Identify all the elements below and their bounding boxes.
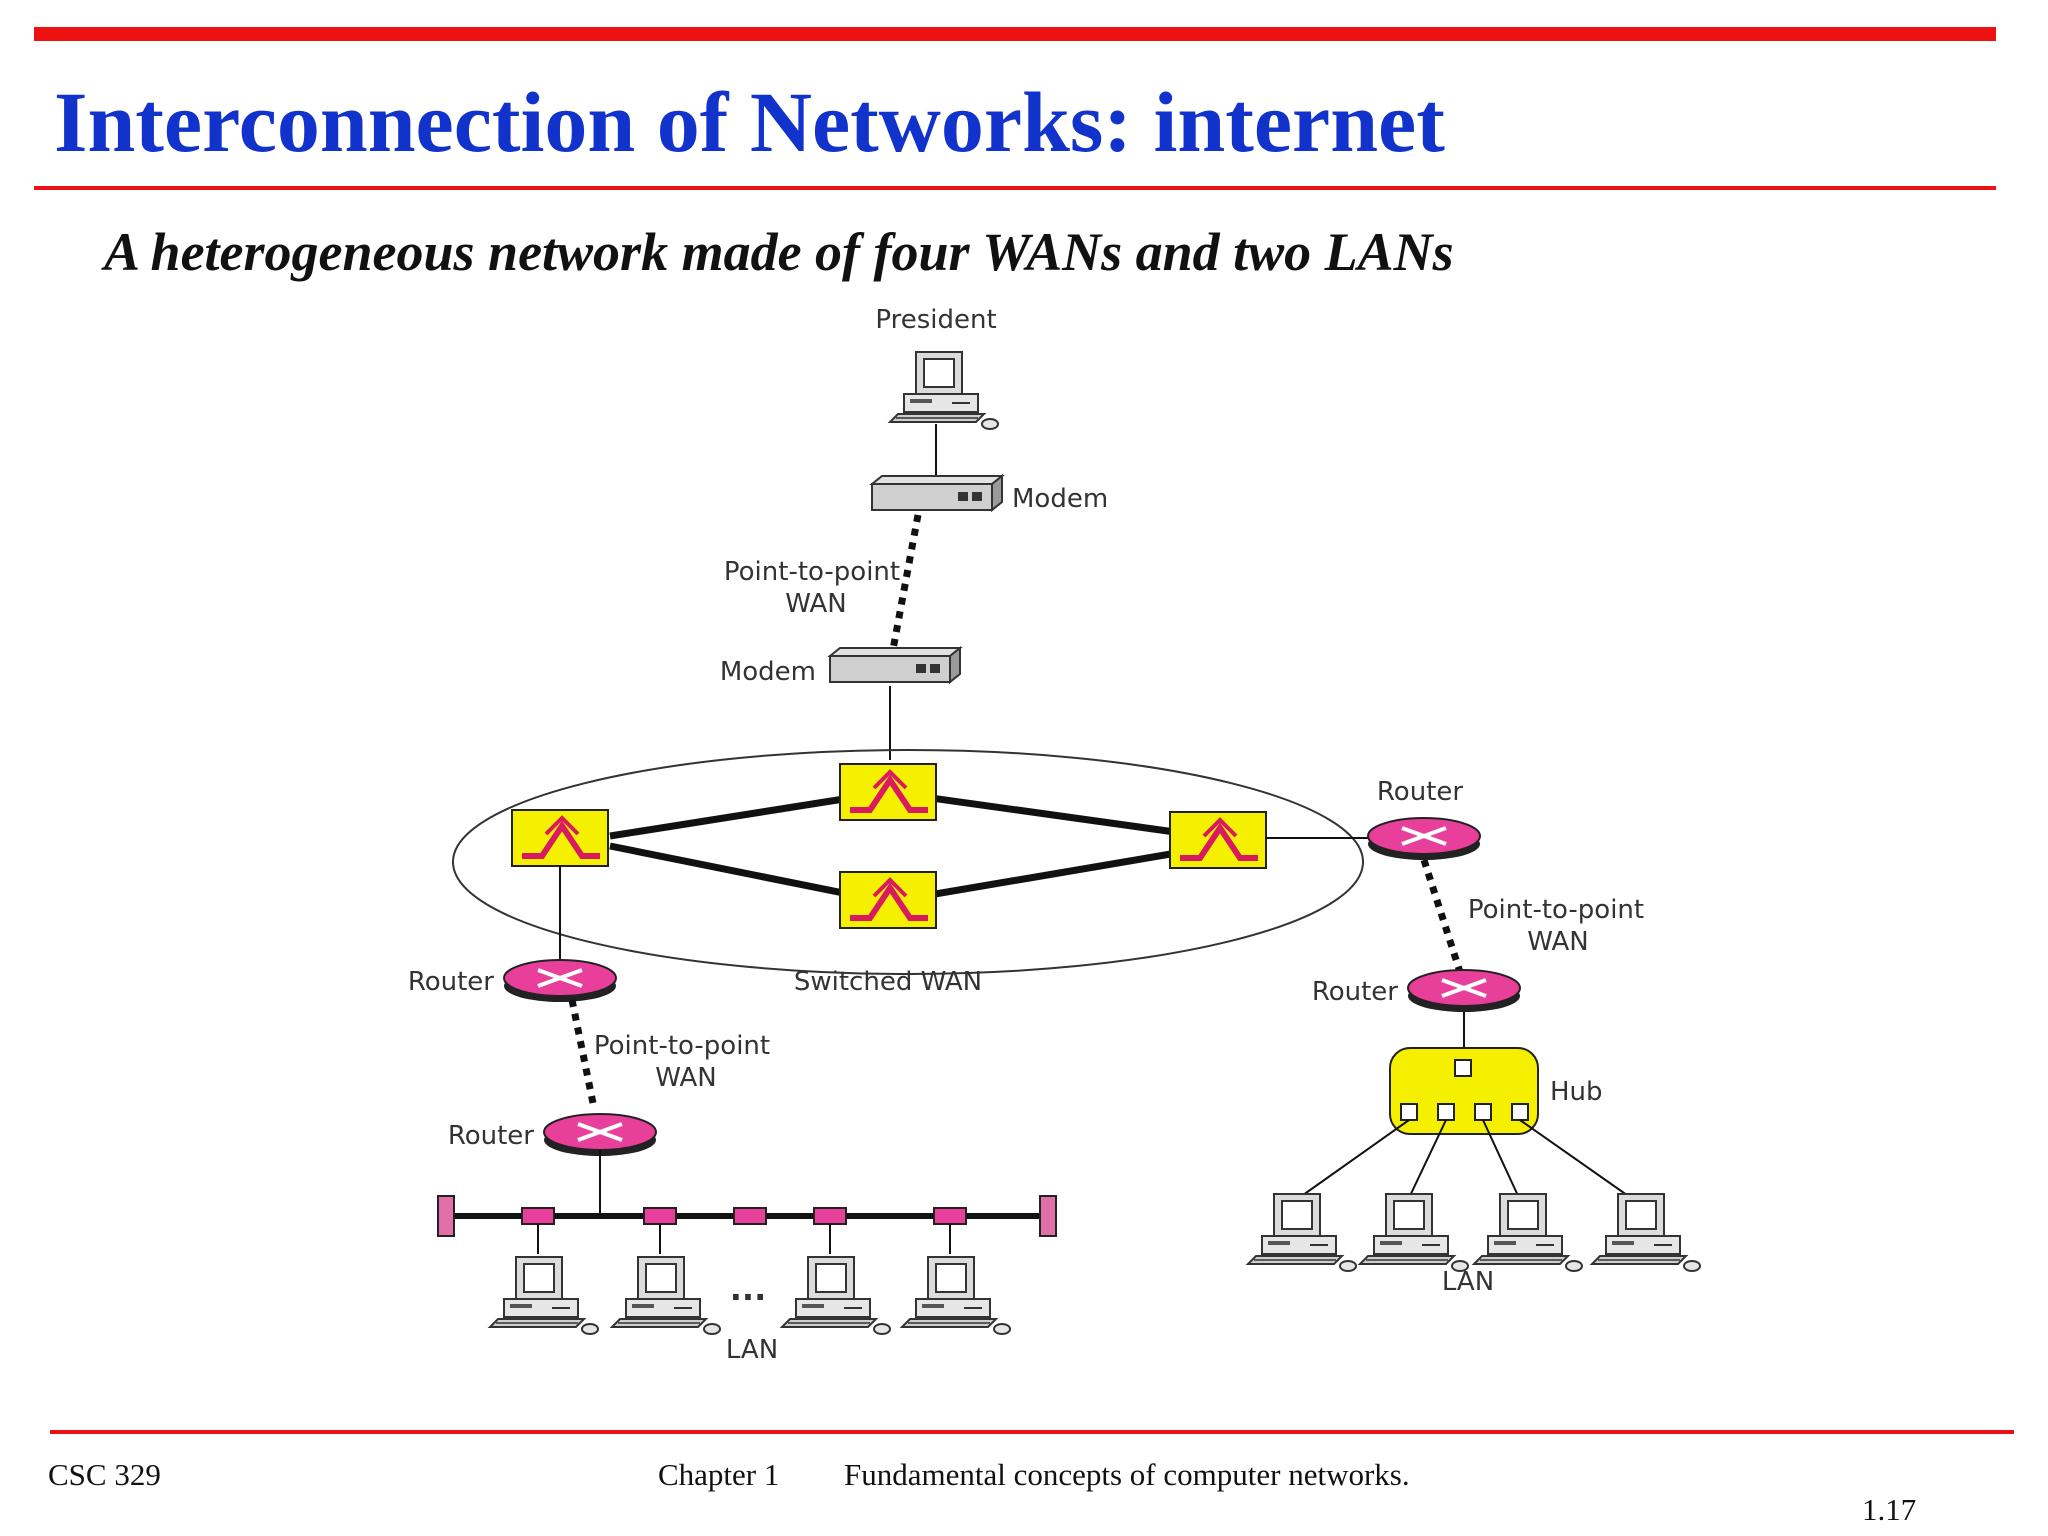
router-right-bottom <box>1406 968 1522 1014</box>
label-president: President <box>875 305 996 335</box>
lan-right-computer-1 <box>1247 1193 1357 1272</box>
lan-left-computer-1 <box>489 1256 599 1335</box>
label-ptp-top-line2: WAN <box>785 589 847 619</box>
lan-left-computer-3 <box>781 1256 891 1335</box>
lan-right-computer-4 <box>1591 1193 1701 1272</box>
switched-wan-ellipse <box>452 749 1364 975</box>
lan-left-computer-4 <box>901 1256 1011 1335</box>
label-modem-top: Modem <box>1012 484 1108 514</box>
label-ptp-right-line2: WAN <box>1527 927 1589 957</box>
router-left-bottom <box>542 1112 658 1158</box>
point-to-point-link-top <box>888 514 922 656</box>
modem-bottom <box>829 647 961 683</box>
label-lan-left: LAN <box>726 1335 778 1365</box>
footer-course: CSC 329 <box>48 1457 161 1492</box>
label-switched-wan: Switched WAN <box>794 967 982 997</box>
label-lan-right: LAN <box>1442 1267 1494 1297</box>
label-ptp-left-line1: Point-to-point <box>594 1031 770 1061</box>
label-router-left-bottom: Router <box>448 1121 534 1151</box>
label-ellipsis: ... <box>730 1270 766 1308</box>
top-red-rule <box>34 27 1996 41</box>
footer-page-number: 1.17 <box>1862 1492 1917 1527</box>
label-hub: Hub <box>1550 1077 1603 1107</box>
switch-top <box>840 764 936 820</box>
router-left-top <box>502 958 618 1004</box>
title-red-rule <box>34 186 1996 190</box>
switch-right <box>1170 812 1266 868</box>
label-modem-bottom: Modem <box>720 657 816 687</box>
switch-left <box>512 810 608 866</box>
lan-left-computer-2 <box>611 1256 721 1335</box>
point-to-point-link-right <box>1420 858 1464 974</box>
point-to-point-link-left <box>568 999 598 1109</box>
footer-red-rule <box>50 1430 2014 1434</box>
router-right-top <box>1366 816 1482 862</box>
label-router-right-bottom: Router <box>1312 977 1398 1007</box>
footer-chapter: Chapter 1 <box>658 1457 780 1492</box>
president-computer <box>889 351 999 430</box>
label-router-left-top: Router <box>408 967 494 997</box>
slide-title: Interconnection of Networks: internet <box>54 74 1445 170</box>
switch-bottom <box>840 872 936 928</box>
footer-chapter-title: Fundamental concepts of computer network… <box>844 1457 1410 1492</box>
slide-subtitle: A heterogeneous network made of four WAN… <box>104 222 1454 282</box>
label-ptp-left-line2: WAN <box>655 1063 717 1093</box>
label-ptp-right-line1: Point-to-point <box>1468 895 1644 925</box>
modem-top <box>871 475 1003 511</box>
hub <box>1389 1047 1539 1135</box>
lan-right-computer-3 <box>1473 1193 1583 1272</box>
label-router-right-top: Router <box>1377 777 1463 807</box>
label-ptp-top-line1: Point-to-point <box>724 557 900 587</box>
lan-right-computer-2 <box>1359 1193 1469 1272</box>
